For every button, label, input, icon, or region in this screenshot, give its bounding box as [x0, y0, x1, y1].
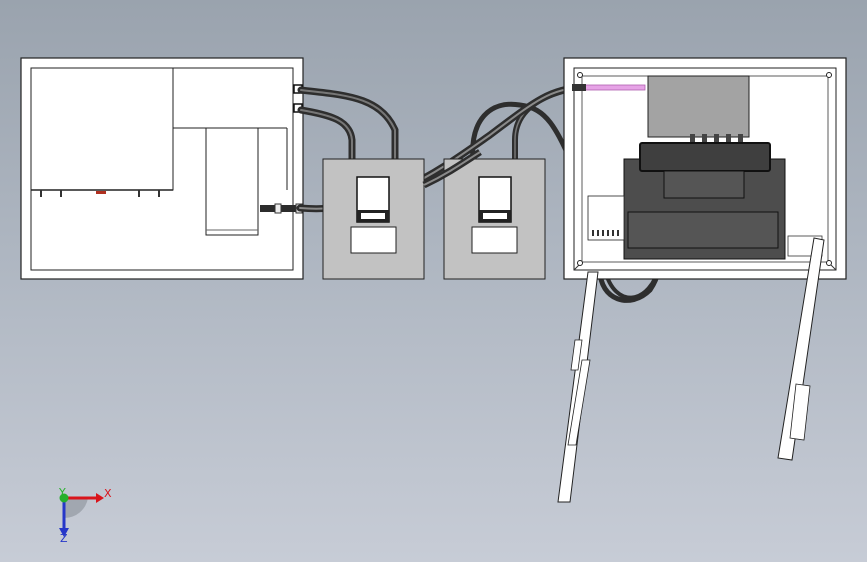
right-probe-arm[interactable]	[777, 237, 825, 461]
control-enclosure-1[interactable]	[322, 158, 425, 280]
right-mounting-panel[interactable]	[563, 57, 847, 280]
control-enclosure-2[interactable]	[422, 149, 546, 280]
left-probe-arm[interactable]	[557, 271, 599, 503]
x-axis-label: X	[104, 487, 112, 500]
coordinate-triad-icon: X Y Z	[58, 486, 112, 545]
left-mounting-panel[interactable]	[20, 57, 304, 280]
z-axis-label: Z	[60, 532, 68, 545]
y-axis-label: Y	[58, 486, 66, 499]
